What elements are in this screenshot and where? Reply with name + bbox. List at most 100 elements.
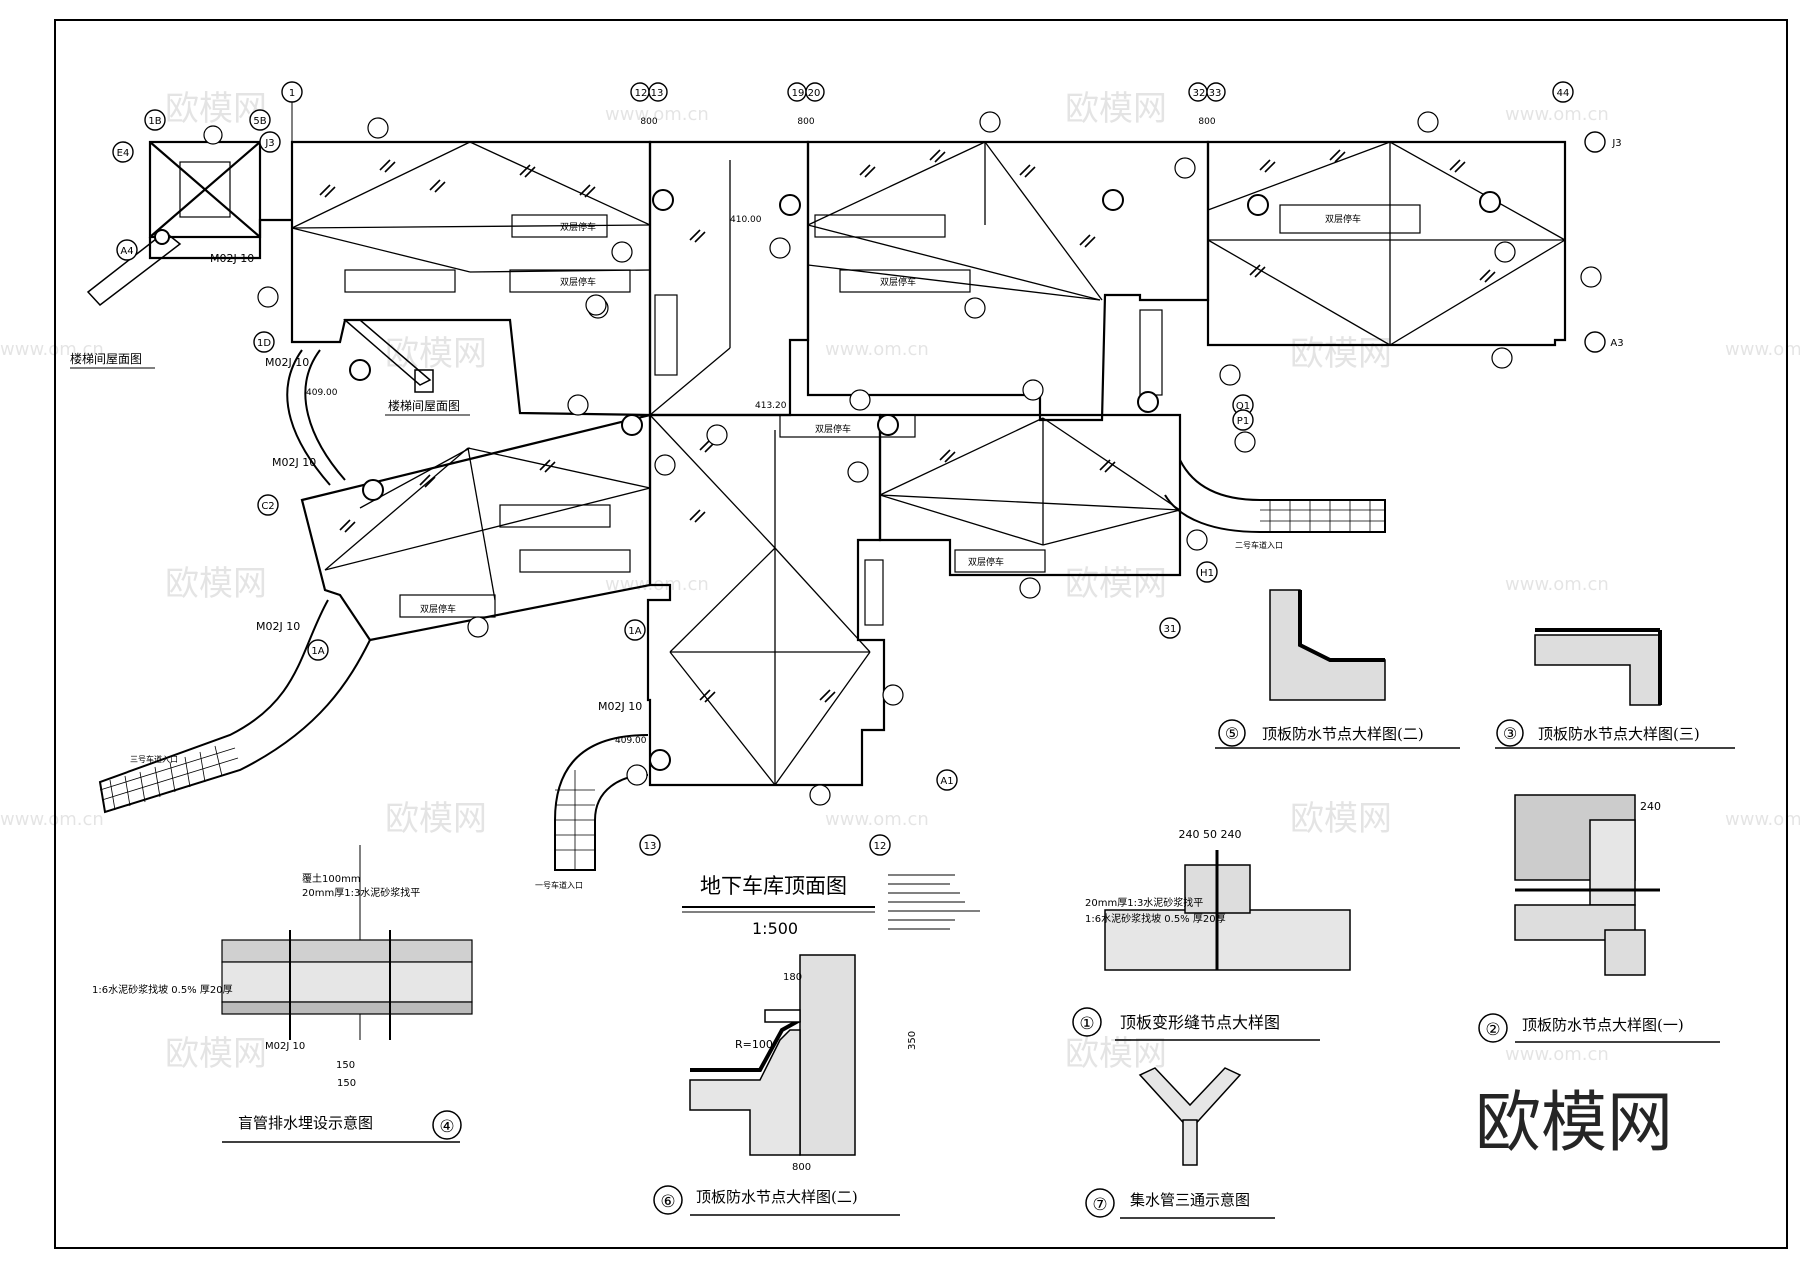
parking-strip xyxy=(654,294,678,376)
grid-label: 1 xyxy=(289,88,295,99)
watermark-url: www.om.cn xyxy=(605,104,709,125)
watermark-url: www.om.cn xyxy=(0,339,104,360)
grid-axis-text: 1 12 13 19 20 32 33 44 800 800 800 J3 A3… xyxy=(117,88,1624,852)
stair-link xyxy=(148,218,292,260)
parking-strip xyxy=(511,214,608,238)
detail-4-title: 盲管排水埋设示意图 xyxy=(238,1114,373,1132)
detail-1-title: 顶板变形缝节点大样图 xyxy=(1120,1013,1280,1032)
parking-label: 双层停车 xyxy=(560,276,596,288)
grid-dim: 800 xyxy=(640,117,657,127)
layer-note: 1:6水泥砂浆找坡 0.5% 厚20厚 xyxy=(92,983,233,996)
ramp-curve-left-b xyxy=(286,349,331,486)
ref-code: M02J 10 xyxy=(272,456,316,469)
watermark-text: 欧模网 xyxy=(1065,564,1167,604)
parking-strip xyxy=(519,549,631,573)
grid-label: H1 xyxy=(1200,568,1214,579)
detail-5: ⑤ 顶板防水节点大样图(二) xyxy=(1215,589,1460,749)
watermark-url: www.om.cn xyxy=(825,339,929,360)
ref-code: M02J 10 xyxy=(210,252,254,265)
grid-label: 1A xyxy=(628,626,641,637)
elevation-label: 410.00 xyxy=(730,215,762,225)
detail-7-num: ⑦ xyxy=(1092,1195,1107,1215)
block-center-right xyxy=(878,413,1182,577)
stair-diagonal-room xyxy=(342,319,432,386)
grid-label: 19 20 xyxy=(792,88,821,99)
grid-label: 1B xyxy=(148,116,161,127)
plan-callouts xyxy=(203,111,1602,806)
watermark-layer: 欧模网 www.om.cn 欧模网 www.om.cn 欧模网 www.om.c… xyxy=(0,89,1800,1074)
parking-label: 双层停车 xyxy=(560,221,596,233)
grid-label: C2 xyxy=(261,501,274,512)
block-top-right xyxy=(1206,140,1567,347)
stair-diag xyxy=(149,141,261,238)
grid-dim: 800 xyxy=(1198,117,1215,127)
ramp-3-label: 三号车道入口 xyxy=(130,754,178,764)
detail-1-dims: 240 50 240 xyxy=(1179,828,1242,841)
plan-text: 楼梯间屋面图 楼梯间屋面图 双层停车 双层停车 双层停车 双层停车 双层停车 双… xyxy=(70,213,1361,890)
block-top-center xyxy=(648,140,810,417)
parking-label: 双层停车 xyxy=(420,603,456,615)
stair-small-room xyxy=(414,369,434,393)
watermark-url: www.om.cn xyxy=(825,809,929,830)
detail-4-dim: 150 xyxy=(336,1060,355,1071)
ref-code: M02J 10 xyxy=(256,620,300,633)
parking-strip xyxy=(779,414,916,438)
detail-7: ⑦ 集水管三通示意图 xyxy=(1085,1067,1275,1219)
ref-code: M02J 10 xyxy=(265,356,309,369)
detail-6-radius: R=100 xyxy=(735,1038,773,1051)
layer-note: 覆土100mm xyxy=(302,872,361,885)
stair-room xyxy=(148,140,262,239)
ramp-hatch xyxy=(99,500,1385,870)
watermark-text: 欧模网 xyxy=(1065,89,1167,129)
watermark-text: 欧模网 xyxy=(1290,334,1392,374)
watermark-text: 欧模网 xyxy=(1290,799,1392,839)
watermark-url: www.om.cn xyxy=(1505,104,1609,125)
detail-5-title: 顶板防水节点大样图(二) xyxy=(1262,725,1424,743)
grid-label: 13 xyxy=(644,841,657,852)
stair-ramp xyxy=(86,231,182,307)
detail-4-num: ④ xyxy=(439,1117,454,1137)
watermark-url: www.om.cn xyxy=(1725,809,1800,830)
ramp-curve-left xyxy=(304,349,346,481)
parking-strip xyxy=(864,559,884,626)
detail-2: 240 ② 顶板防水节点大样图(一) xyxy=(1478,794,1720,1043)
main-scale: 1:500 xyxy=(752,919,798,938)
parking-strip xyxy=(954,549,1046,573)
parking-strip xyxy=(1279,204,1421,234)
grid-label: Q1 xyxy=(1236,401,1250,412)
detail-7-title: 集水管三通示意图 xyxy=(1130,1191,1250,1209)
grid-label: 12 xyxy=(874,841,887,852)
grid-label: 44 xyxy=(1557,88,1570,99)
legend-notes xyxy=(888,874,980,930)
parking-strips xyxy=(344,204,1421,626)
ramp-1-label: 一号车道入口 xyxy=(535,880,583,890)
detail-3-title: 顶板防水节点大样图(三) xyxy=(1538,725,1700,743)
detail-6: R=100 180 350 800 ⑥ 顶板防水节点大样图(二) xyxy=(653,954,918,1216)
grid-label: 1D xyxy=(257,338,271,349)
watermark-url: www.om.cn xyxy=(1505,574,1609,595)
grid-label: 1A xyxy=(311,646,324,657)
parking-label: 双层停车 xyxy=(880,276,916,288)
detail-6-dim: 350 xyxy=(907,1031,918,1050)
detail-3-num: ③ xyxy=(1503,724,1517,743)
grid-label: A1 xyxy=(940,776,953,787)
parking-strip xyxy=(399,594,496,618)
grid-label: E4 xyxy=(117,148,130,159)
elevation-label: 409.00 xyxy=(306,388,338,398)
watermark-url: www.om.cn xyxy=(1725,339,1800,360)
layer-note: 20mm厚1:3水泥砂浆找平 xyxy=(302,886,420,899)
detail-2-num: ② xyxy=(1485,1020,1500,1040)
detail-3: ③ 顶板防水节点大样图(三) xyxy=(1495,628,1735,749)
watermark-text: 欧模网 xyxy=(165,564,267,604)
slope-marks xyxy=(319,149,1496,703)
main-title: 地下车库顶面图 xyxy=(700,874,847,898)
grid-label: 32 33 xyxy=(1193,88,1222,99)
parking-label: 双层停车 xyxy=(968,556,1004,568)
ramp-2 xyxy=(1164,459,1386,533)
layer-note: 20mm厚1:3水泥砂浆找平 xyxy=(1085,896,1203,909)
parking-strip xyxy=(839,269,971,293)
parking-strip xyxy=(814,214,946,238)
detail-1-num: ① xyxy=(1079,1014,1094,1034)
ramp-2-label: 二号车道入口 xyxy=(1235,540,1283,550)
